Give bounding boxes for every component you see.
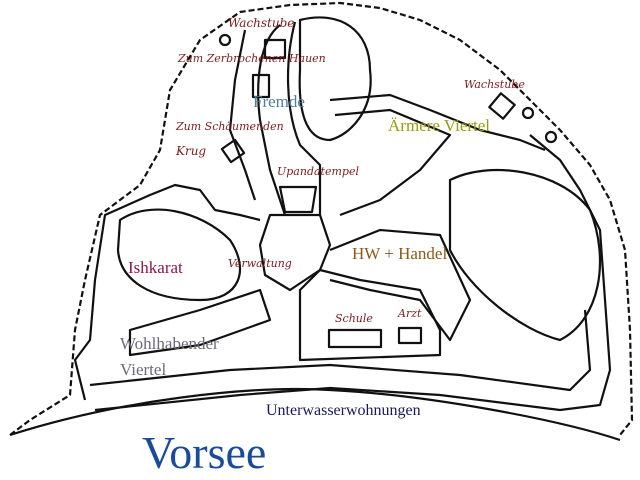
label-wohlhabender: Wohlhabender	[120, 334, 219, 353]
east-lobe	[448, 168, 602, 342]
north-road-2	[286, 21, 322, 215]
label-unterwasserwohnungen: Unterwasserwohnungen	[266, 402, 421, 419]
label-schule: Schule	[335, 312, 373, 325]
label-zum-zerbrochenen: Zum Zerbrochenen Hauen	[178, 52, 326, 65]
label-zum-schaeumenden: Zum Schäumenden	[176, 120, 284, 133]
label-wachstube-north: Wachstube	[228, 16, 295, 30]
ring-road-outer	[73, 183, 261, 401]
krug-building	[220, 138, 246, 164]
arzt-building	[397, 326, 423, 345]
tower	[218, 33, 232, 47]
label-aermere-viertel: Ärmere Viertel	[388, 116, 491, 135]
label-arzt: Arzt	[398, 307, 422, 320]
label-upandatempel: Upandatempel	[277, 165, 359, 178]
label-hw-handel: HW + Handel	[352, 244, 448, 263]
label-viertel: Viertel	[120, 360, 167, 379]
label-wachstube-east: Wachstube	[464, 78, 525, 91]
schule-building	[327, 328, 383, 349]
wachstube-east-building	[488, 92, 516, 120]
fremde-district	[298, 16, 372, 142]
label-krug: Krug	[176, 144, 207, 158]
tower	[521, 106, 535, 120]
north-road	[257, 24, 287, 216]
ring-road-inner2	[89, 309, 592, 392]
west-lane	[228, 29, 257, 201]
label-ishkarat: Ishkarat	[128, 258, 183, 277]
tower	[544, 130, 558, 144]
coastline	[9, 1, 634, 436]
label-verwaltung: Verwaltung	[228, 257, 292, 270]
central-plaza	[258, 213, 332, 292]
wachstube-north-building	[263, 38, 287, 60]
south-district	[298, 268, 442, 362]
aermere-district	[329, 93, 546, 217]
ring-road-inner	[94, 134, 612, 412]
zerbrochenen-building	[251, 73, 271, 99]
label-fremde: Fremde	[253, 92, 305, 111]
hw-district	[329, 228, 472, 342]
ishkarat-district	[116, 208, 242, 302]
wohlhabender-district	[128, 288, 272, 357]
map-title: Vorsee	[142, 427, 267, 478]
tempel-building	[278, 185, 318, 214]
